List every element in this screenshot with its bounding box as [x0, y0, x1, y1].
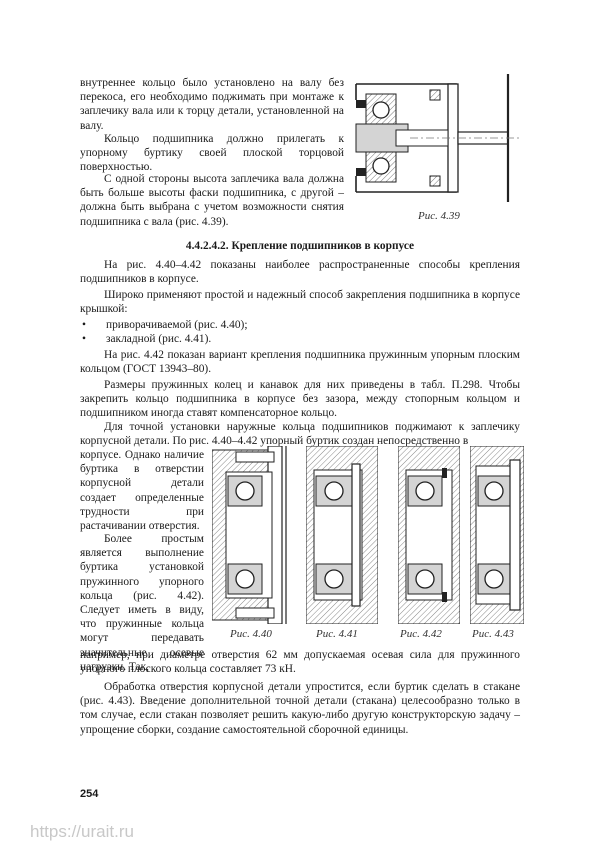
paragraph-4: На рис. 4.40–4.42 показаны наиболее расп…: [80, 259, 520, 286]
paragraph-2: Кольцо подшипника должно прилегать к упо…: [80, 133, 344, 174]
paragraph-7: Размеры пружинных колец и канавок для ни…: [80, 379, 520, 420]
bullet-list: •привoрачиваемой (рис. 4.40); •закладной…: [80, 318, 520, 347]
paragraph-1: внутреннее кольцо было установлено на ва…: [80, 77, 344, 132]
caption-fig-4-41: Рис. 4.41: [316, 628, 358, 640]
paragraph-10: Более простым является выполнение буртик…: [80, 533, 204, 673]
bullet-icon: •: [82, 333, 86, 346]
paragraph-3: С одной стороны высота заплечика вала до…: [80, 173, 344, 228]
section-heading: 4.4.2.4.2. Крепление подшипников в корпу…: [185, 240, 415, 252]
paragraph-8: Для точной установки наружные кольца под…: [80, 421, 520, 448]
figure-4-41: [306, 446, 378, 624]
caption-fig-4-43: Рис. 4.43: [472, 628, 514, 640]
paragraph-9: корпусе. Однако наличие буртика в отверс…: [80, 449, 204, 533]
paragraph-5: Широко применяют простой и надежный спос…: [80, 289, 520, 316]
bullet-icon: •: [82, 319, 86, 331]
caption-fig-4-42: Рис. 4.42: [400, 628, 442, 640]
paragraph-12: Обработка отверстия корпусной детали упр…: [80, 681, 520, 736]
figure-4-40: [212, 446, 287, 624]
watermark-link[interactable]: https://urait.ru: [30, 822, 134, 841]
figure-4-42: [398, 446, 460, 624]
paragraph-6: На рис. 4.42 показан вариант крепления п…: [80, 349, 520, 376]
paragraph-11: например, при диаметре отверстия 62 мм д…: [80, 649, 520, 676]
list-item: •закладной (рис. 4.41).: [82, 333, 212, 346]
page-number: 254: [80, 788, 99, 800]
caption-fig-4-40: Рис. 4.40: [230, 628, 272, 640]
caption-fig-4-39: Рис. 4.39: [418, 210, 460, 222]
figure-4-39: [355, 74, 522, 202]
list-item: •привoрачиваемой (рис. 4.40);: [82, 319, 248, 331]
figure-4-43: [470, 446, 524, 624]
